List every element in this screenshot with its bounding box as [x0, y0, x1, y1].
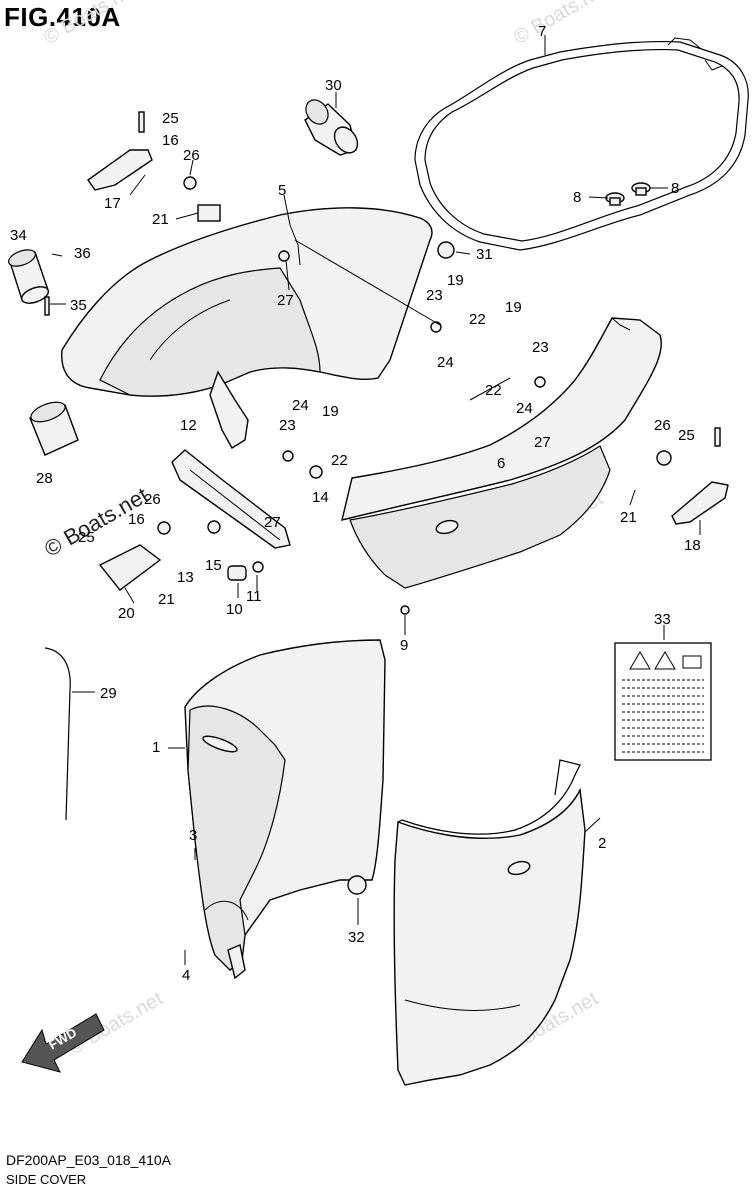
callout-15: 15	[205, 557, 222, 574]
callout-27: 27	[264, 514, 281, 531]
callout-33: 33	[654, 611, 671, 628]
callout-27: 27	[534, 434, 551, 451]
callout-14: 14	[312, 489, 329, 506]
callout-21: 21	[620, 509, 637, 526]
callout-23: 23	[532, 339, 549, 356]
callout-3: 3	[189, 827, 197, 844]
callout-36: 36	[74, 245, 91, 262]
callout-23: 23	[279, 417, 296, 434]
callout-19: 19	[322, 403, 339, 420]
callout-6: 6	[497, 455, 505, 472]
callout-31: 31	[476, 246, 493, 263]
callout-22: 22	[469, 311, 486, 328]
callout-19: 19	[447, 272, 464, 289]
callout-1: 1	[152, 739, 160, 756]
fwd-arrow: FWD	[21, 1013, 105, 1073]
callout-24: 24	[516, 400, 533, 417]
part-33-label	[614, 642, 712, 761]
diagram-code: DF200AP_E03_018_410A	[6, 1152, 172, 1168]
part-12-bracket	[171, 449, 291, 549]
callout-17: 17	[104, 195, 121, 212]
callout-25: 25	[678, 427, 695, 444]
callout-20: 20	[118, 605, 135, 622]
callout-26: 26	[144, 491, 161, 508]
callout-7: 7	[538, 23, 546, 40]
part-8-grommet	[605, 182, 651, 206]
part-28-fitting	[29, 401, 79, 456]
callout-25: 25	[78, 529, 95, 546]
callout-28: 28	[36, 470, 53, 487]
callout-11: 11	[246, 588, 262, 605]
figure-title: FIG.410A	[4, 2, 121, 32]
callout-16: 16	[128, 511, 145, 528]
callout-22: 22	[485, 382, 502, 399]
part-30-grommet	[304, 99, 359, 156]
callout-26: 26	[654, 417, 671, 434]
callout-26: 26	[183, 147, 200, 164]
callout-27: 27	[277, 292, 294, 309]
callout-2: 2	[598, 835, 606, 852]
callout-8: 8	[671, 180, 679, 197]
callout-5: 5	[278, 182, 286, 199]
callout-9: 9	[400, 637, 408, 654]
callout-10: 10	[226, 601, 243, 618]
part-34-fitting	[8, 249, 50, 304]
callout-24: 24	[292, 397, 309, 414]
callout-21: 21	[158, 591, 175, 608]
part-7-seal	[414, 37, 749, 251]
callout-19: 19	[505, 299, 522, 316]
part-6-side-cover-upper	[341, 317, 662, 589]
callout-18: 18	[684, 537, 701, 554]
callout-30: 30	[325, 77, 342, 94]
callout-12: 12	[180, 417, 197, 434]
callout-16: 16	[162, 132, 179, 149]
callout-25: 25	[162, 110, 179, 127]
callout-21: 21	[152, 211, 169, 228]
callout-23: 23	[426, 287, 443, 304]
diagram-name: SIDE COVER	[6, 1172, 87, 1187]
leader-lines	[50, 35, 701, 965]
callout-labels: 1234567889101112131415161617181919192021…	[10, 23, 701, 984]
callout-29: 29	[100, 685, 117, 702]
callout-35: 35	[70, 297, 87, 314]
callout-8: 8	[573, 189, 581, 206]
callout-13: 13	[177, 569, 194, 586]
callout-22: 22	[331, 452, 348, 469]
hardware-small	[44, 111, 729, 895]
callout-34: 34	[10, 227, 27, 244]
part-2-side-cover-lower	[393, 759, 586, 1086]
callout-32: 32	[348, 929, 365, 946]
callout-4: 4	[182, 967, 190, 984]
part-5-side-cover-upper	[61, 207, 433, 449]
part-1-side-cover-lower	[184, 639, 386, 980]
callout-24: 24	[437, 354, 454, 371]
